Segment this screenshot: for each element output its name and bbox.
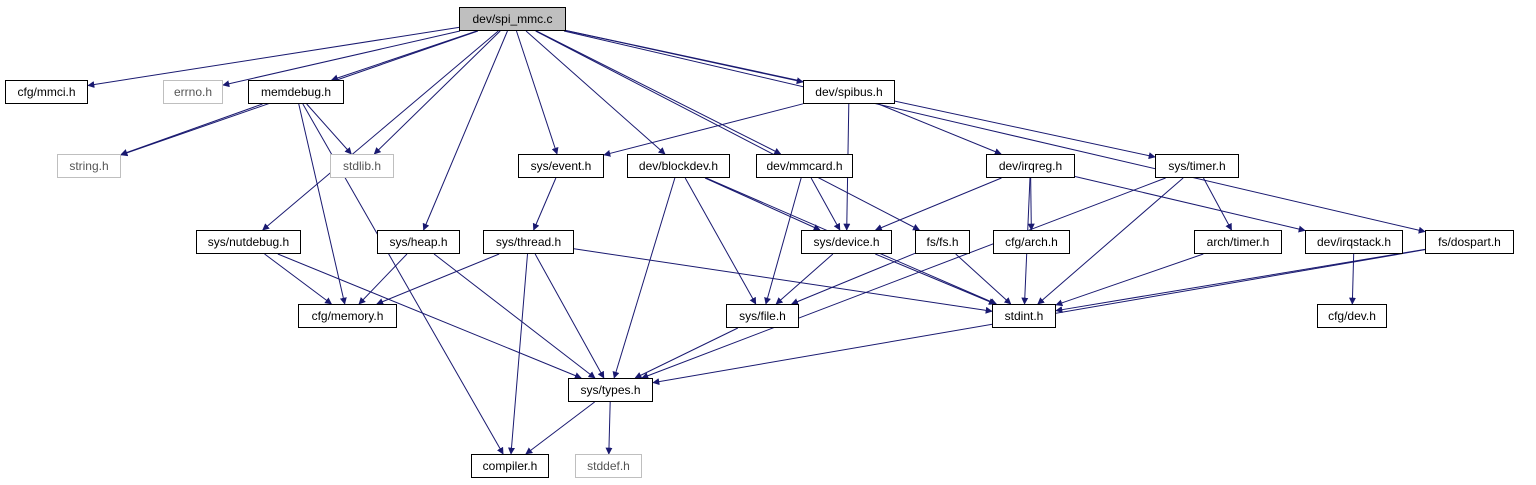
node-cfg-mmci-h[interactable]: cfg/mmci.h [5, 80, 88, 104]
edge-dev_irqreg-to-dev_irqstack [1074, 175, 1306, 233]
edge-spi_mmc-to-sys_nutdebug [262, 30, 499, 231]
node-errno-h: errno.h [163, 80, 223, 104]
node-memdebug-h[interactable]: memdebug.h [248, 80, 344, 104]
edge-spi_mmc-to-sys_heap [422, 30, 508, 231]
edge-memdebug-to-stdlib [306, 103, 352, 155]
node-arch-timer-h[interactable]: arch/timer.h [1194, 230, 1282, 254]
edge-dev_spibus-to-sys_event [603, 103, 804, 157]
edge-dev_spibus-to-dev_irqreg [878, 103, 1002, 155]
edge-spi_mmc-to-memdebug [330, 30, 478, 82]
edge-dev_blockdev-to-sys_device [704, 177, 821, 231]
edge-sys_thread-to-cfg_memory [376, 253, 500, 305]
node-spi-mmc-c: dev/spi_mmc.c [459, 7, 566, 31]
node-stddef-h: stddef.h [575, 454, 642, 478]
node-sys-nutdebug-h[interactable]: sys/nutdebug.h [196, 230, 301, 254]
edge-sys_types-to-stddef [605, 401, 613, 455]
edge-spi_mmc-to-cfg_mmci [87, 26, 460, 88]
edge-spi_mmc-to-errno [222, 30, 461, 88]
edge-sys_timer-to-arch_timer [1203, 177, 1232, 231]
node-dev-blockdev-h[interactable]: dev/blockdev.h [627, 154, 730, 178]
node-cfg-memory-h[interactable]: cfg/memory.h [298, 304, 397, 328]
node-compiler-h[interactable]: compiler.h [471, 454, 549, 478]
node-stdlib-h: stdlib.h [330, 154, 394, 178]
edge-spi_mmc-to-fs_dospart [563, 30, 1426, 234]
edge-sys_timer-to-sys_types [641, 177, 1166, 380]
edge-sys_nutdebug-to-sys_types [277, 253, 582, 379]
edge-sys_thread-to-compiler [508, 253, 529, 455]
node-sys-timer-h[interactable]: sys/timer.h [1155, 154, 1239, 178]
edge-fs_dospart-to-stdint [1055, 248, 1426, 314]
edge-memdebug-to-string [120, 103, 263, 156]
node-sys-device-h[interactable]: sys/device.h [801, 230, 892, 254]
edge-sys_event-to-sys_thread [532, 177, 557, 231]
node-dev-irqreg-h[interactable]: dev/irqreg.h [986, 154, 1075, 178]
node-sys-heap-h[interactable]: sys/heap.h [377, 230, 460, 254]
edge-sys_device-to-sys_file [775, 253, 834, 305]
edge-dev_irqreg-to-cfg_arch [1027, 177, 1035, 231]
edge-memdebug-to-cfg_memory [298, 103, 347, 305]
node-sys-event-h[interactable]: sys/event.h [518, 154, 604, 178]
edge-sys_thread-to-sys_types [534, 253, 605, 379]
edge-arch_timer-to-stdint [1055, 253, 1204, 307]
node-sys-file-h[interactable]: sys/file.h [726, 304, 799, 328]
edge-spi_mmc-to-fs_fs [535, 30, 920, 231]
node-cfg-arch-h[interactable]: cfg/arch.h [993, 230, 1070, 254]
node-dev-spibus-h[interactable]: dev/spibus.h [803, 80, 895, 104]
edge-dev_blockdev-to-sys_types [612, 177, 676, 379]
edge-sys_device-to-stdint [875, 253, 996, 305]
node-fs-dospart-h[interactable]: fs/dospart.h [1425, 230, 1514, 254]
edge-spi_mmc-to-dev_blockdev [525, 30, 666, 155]
node-string-h: string.h [57, 154, 121, 178]
edge-dev_mmcard-to-sys_file [764, 177, 802, 305]
edge-spi_mmc-to-stdlib [373, 30, 501, 155]
edge-sys_heap-to-cfg_memory [358, 253, 408, 305]
edge-fs_fs-to-sys_file [791, 252, 916, 305]
edge-sys_nutdebug-to-cfg_memory [264, 253, 333, 305]
edge-spi_mmc-to-dev_mmcard [536, 30, 782, 155]
edge-sys_timer-to-stdint [1037, 177, 1184, 305]
edge-sys_thread-to-stdint [573, 248, 993, 314]
edge-fs_fs-to-stdint [955, 253, 1012, 305]
node-sys-types-h[interactable]: sys/types.h [568, 378, 653, 402]
node-sys-thread-h[interactable]: sys/thread.h [483, 230, 574, 254]
edge-sys_file-to-sys_types [634, 327, 739, 379]
edge-sys_heap-to-sys_types [433, 253, 596, 379]
edge-dev_mmcard-to-sys_device [810, 177, 841, 231]
node-stdint-h[interactable]: stdint.h [992, 304, 1056, 328]
edge-dev_irqreg-to-sys_device [874, 177, 1002, 231]
node-dev-mmcard-h[interactable]: dev/mmcard.h [756, 154, 853, 178]
edge-dev_blockdev-to-sys_file [684, 177, 757, 305]
edge-sys_types-to-compiler [525, 401, 595, 455]
edge-spi_mmc-to-sys_event [515, 30, 559, 155]
node-cfg-dev-h[interactable]: cfg/dev.h [1317, 304, 1387, 328]
node-dev-irqstack-h[interactable]: dev/irqstack.h [1305, 230, 1403, 254]
node-fs-fs-h[interactable]: fs/fs.h [915, 230, 970, 254]
